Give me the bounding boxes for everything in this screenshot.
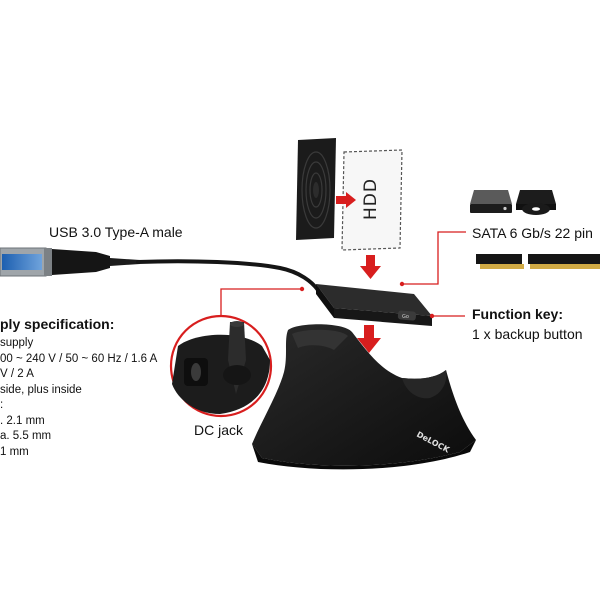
callout-dot-function-key xyxy=(429,313,435,319)
callout-dot-dc xyxy=(299,286,305,292)
dock-arrow-down xyxy=(357,325,381,353)
sata-connector xyxy=(476,254,600,269)
power-spec-line: supply xyxy=(0,337,34,349)
power-spec-line: 00 ~ 240 V / 50 ~ 60 Hz / 1.6 A xyxy=(0,352,158,365)
usb-label: USB 3.0 Type-A male xyxy=(49,224,183,240)
power-spec-line: . 2.1 mm xyxy=(0,414,45,427)
usb-cable xyxy=(136,259,320,292)
hdd-label: HDD xyxy=(361,178,381,220)
dc-jack-zoom xyxy=(169,314,273,418)
power-spec-line: 1 mm xyxy=(0,445,29,458)
dc-jack-label: DC jack xyxy=(194,422,244,438)
power-spec-line: V / 2 A xyxy=(0,368,34,380)
function-key-desc: 1 x backup button xyxy=(472,326,583,342)
hdd-back xyxy=(296,138,336,240)
dock-base xyxy=(252,324,476,470)
optical-drive-icon xyxy=(516,190,556,215)
sata-label: SATA 6 Gb/s 22 pin xyxy=(472,225,593,241)
svg-text:Go: Go xyxy=(402,314,409,320)
usb-connector xyxy=(0,247,140,277)
callout-dot-sata xyxy=(399,281,405,287)
power-spec-line: a. 5.5 mm xyxy=(0,430,52,442)
insert-arrow-down xyxy=(360,255,381,279)
hdd-icon xyxy=(470,190,512,213)
power-spec-list: supply 00 ~ 240 V / 50 ~ 60 Hz / 1.6 A V… xyxy=(0,336,157,460)
power-spec-line: side, plus inside xyxy=(0,383,82,396)
sata-adapter: Go xyxy=(316,284,432,326)
function-key-title: Function key: xyxy=(472,306,564,322)
power-spec-title: ply specification: xyxy=(0,316,115,332)
hdd-outline xyxy=(341,149,403,251)
callout-lines xyxy=(220,231,466,317)
power-spec-line: : xyxy=(0,399,4,411)
insert-arrow-right xyxy=(336,192,356,208)
